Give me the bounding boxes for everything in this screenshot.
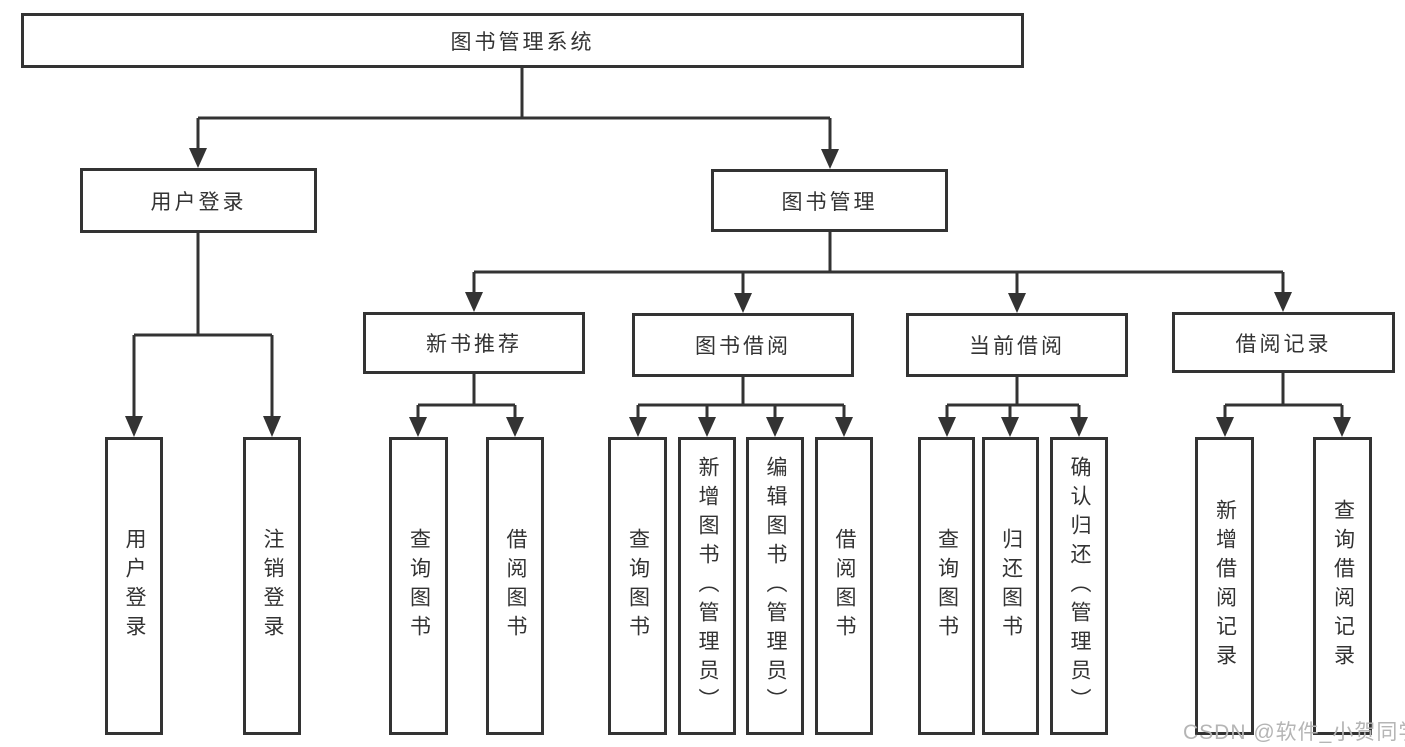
connector-recommend-to-leaves [409,374,524,437]
node-borrowing-query-books: 查询图书 [608,437,667,735]
connector-records-to-leaves [1216,373,1351,437]
node-current-return-books: 归还图书 [982,437,1039,735]
node-current-confirm-return-admin: 确认归还（管理员） [1050,437,1108,735]
node-logout: 注销登录 [243,437,301,735]
node-records-query-record: 查询借阅记录 [1313,437,1372,735]
node-book-borrowing: 图书借阅 [632,313,854,377]
node-recommend-borrow-books: 借阅图书 [486,437,544,735]
node-borrowing-borrow-books: 借阅图书 [815,437,873,735]
node-new-book-recommend: 新书推荐 [363,312,585,374]
node-current-query-books: 查询图书 [918,437,975,735]
connector-bookmgmt-to-level3 [465,232,1292,313]
node-user-login: 用户登录 [105,437,163,735]
connector-borrowing-to-leaves [629,377,853,437]
node-borrowing-add-books-admin: 新增图书（管理员） [678,437,736,735]
node-recommend-query-books: 查询图书 [389,437,448,735]
node-book-management: 图书管理 [711,169,948,232]
connector-userlogin-to-leaves [125,233,281,437]
connector-current-to-leaves [938,377,1088,437]
node-records-add-record: 新增借阅记录 [1195,437,1254,735]
node-root-library-system: 图书管理系统 [21,13,1024,68]
connector-root-to-level2 [189,68,839,169]
node-borrow-records: 借阅记录 [1172,312,1395,373]
node-borrowing-edit-books-admin: 编辑图书（管理员） [746,437,804,735]
node-user-login-branch: 用户登录 [80,168,317,233]
csdn-watermark: CSDN @软件_小贺同学 [1183,721,1405,744]
node-current-borrowing: 当前借阅 [906,313,1128,377]
